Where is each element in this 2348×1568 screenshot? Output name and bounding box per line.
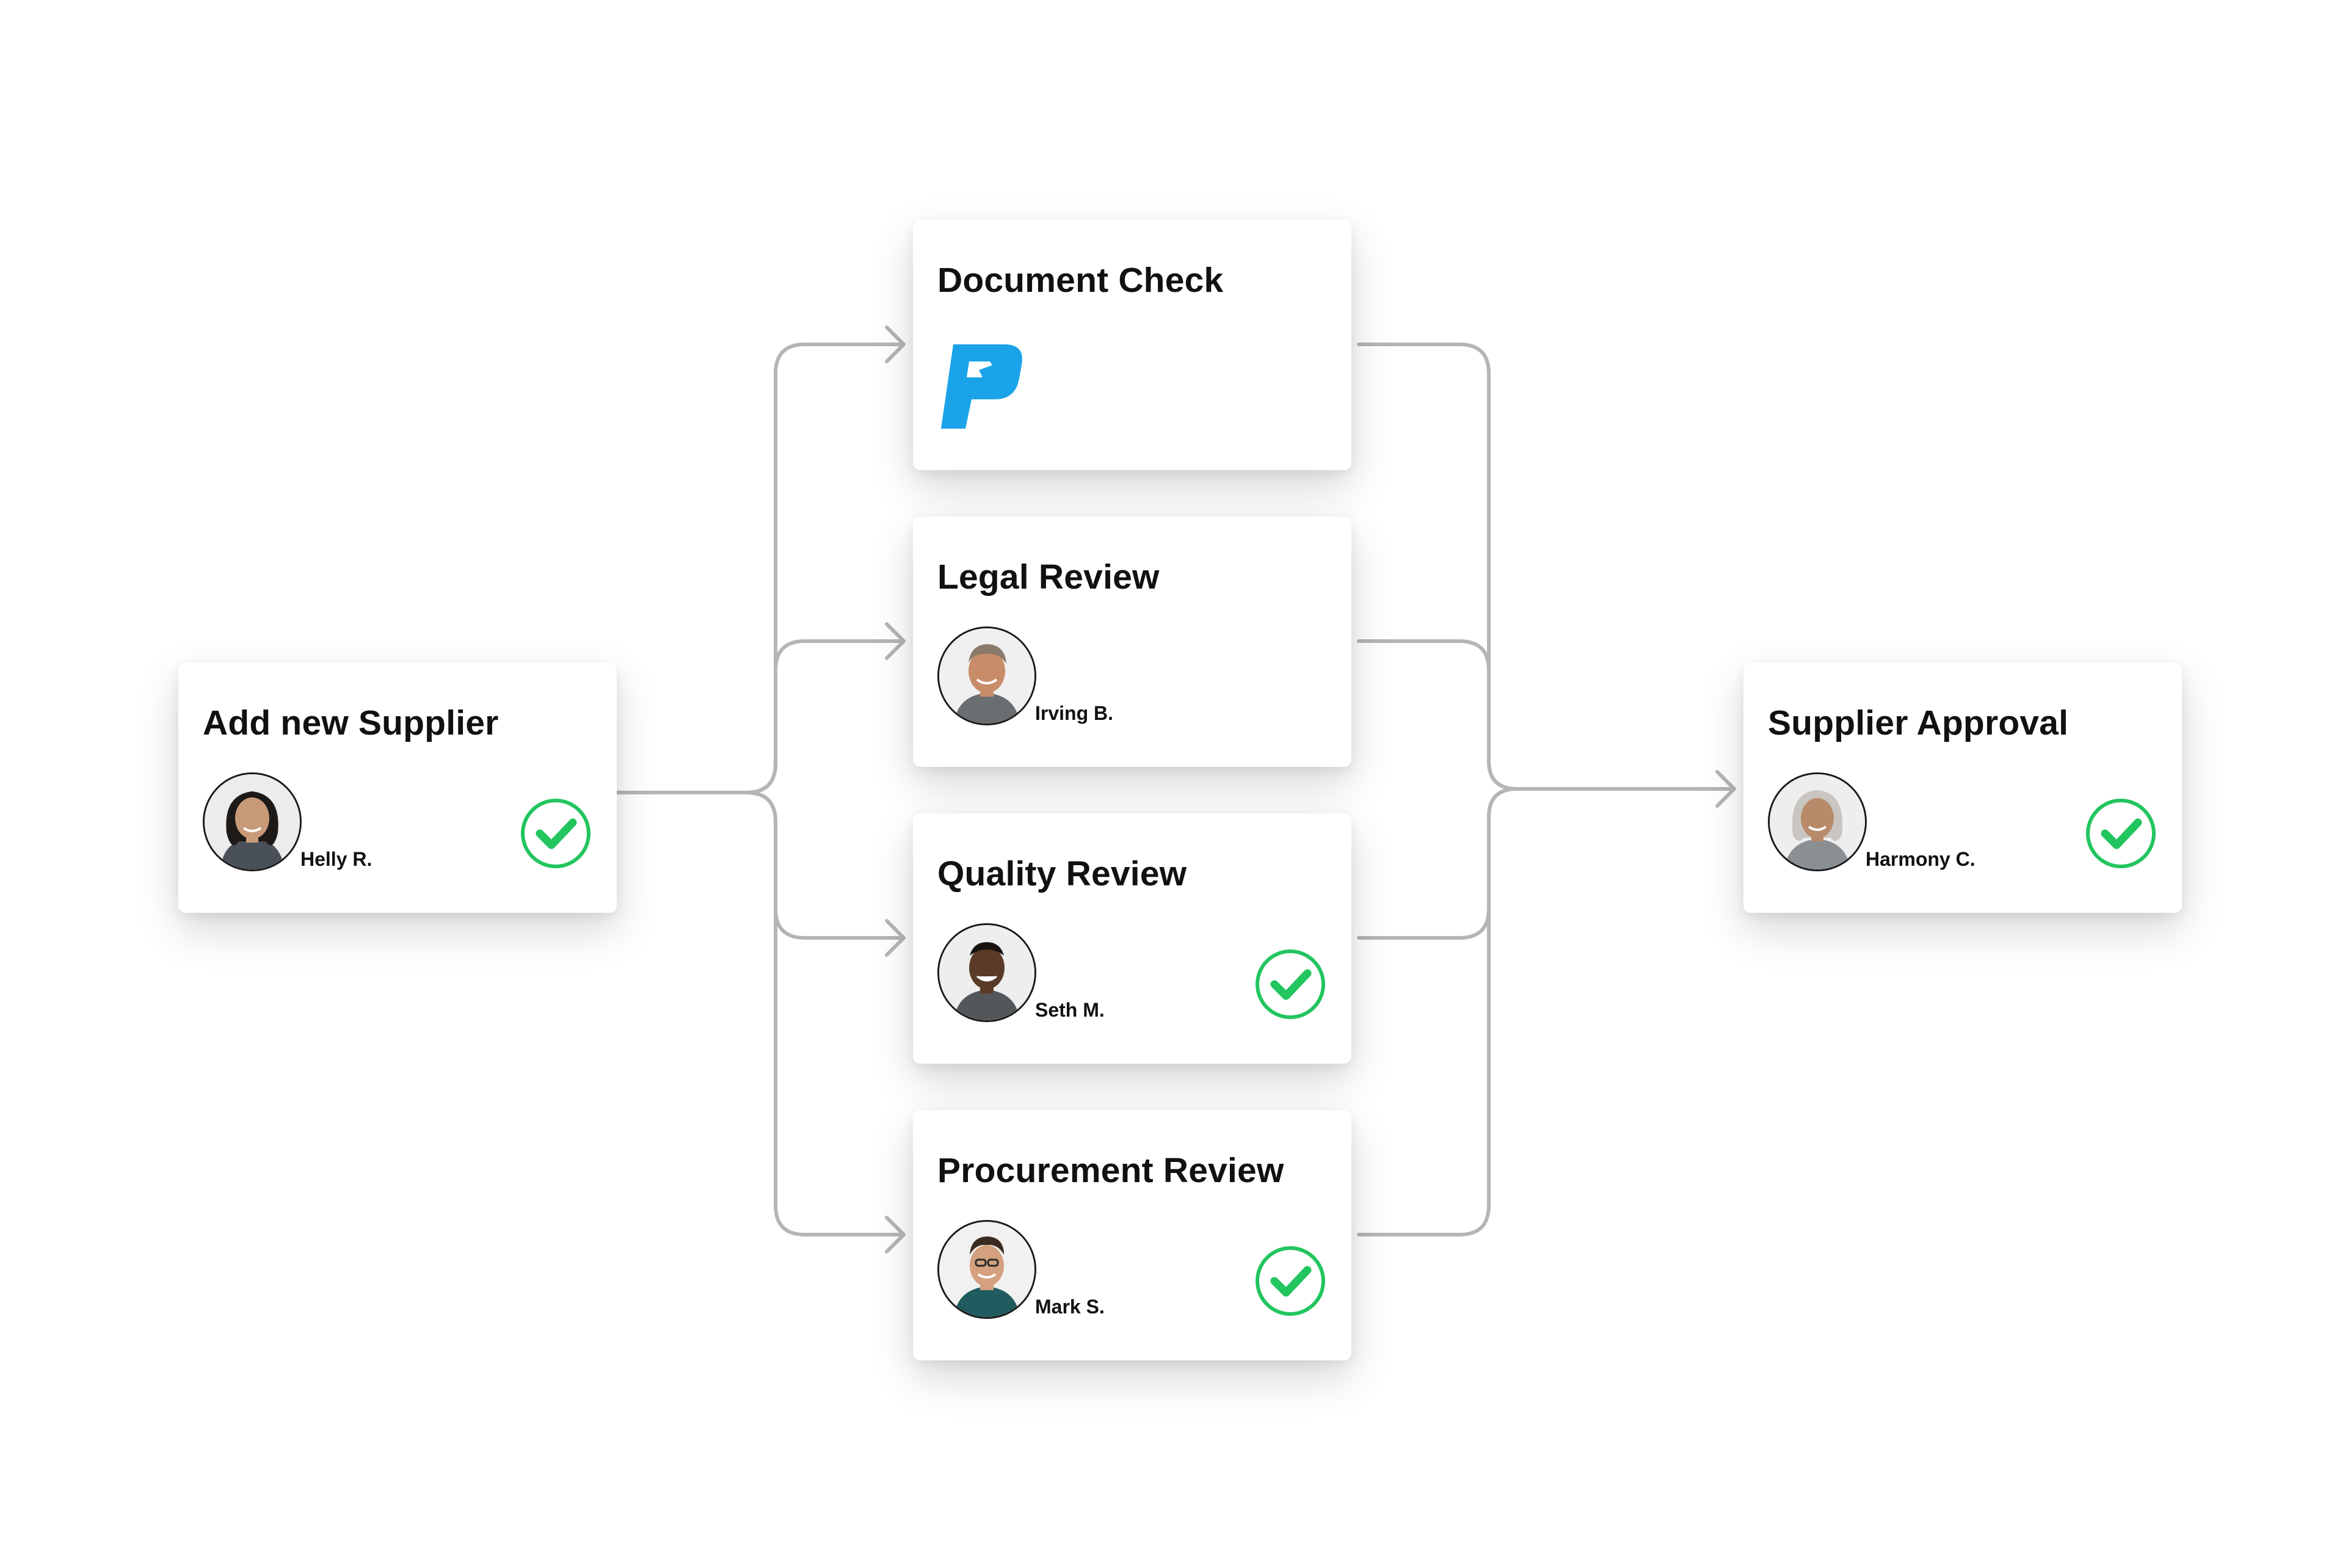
- check-circle-icon: [1256, 1246, 1325, 1316]
- connector-from-quality-review: [1357, 787, 1519, 940]
- avatar: [937, 626, 1036, 725]
- avatar: [203, 772, 302, 871]
- connector-to-legal-review: [744, 639, 904, 794]
- step-title: Quality Review: [937, 854, 1187, 893]
- assignee-name: Irving B.: [1035, 702, 1114, 724]
- connector-from-document-check: [1357, 343, 1519, 791]
- step-title: Supplier Approval: [1768, 703, 2069, 742]
- arrowhead-supplier-approval: [1715, 770, 1736, 808]
- assignee-name: Mark S.: [1035, 1296, 1105, 1318]
- check-circle-icon: [521, 799, 591, 868]
- avatar: [937, 923, 1036, 1022]
- step-title: Legal Review: [937, 557, 1160, 597]
- arrowhead-quality-review: [885, 919, 906, 957]
- step-title: Add new Supplier: [203, 703, 499, 742]
- arrowhead-legal-review: [885, 622, 906, 660]
- step-title: Document Check: [937, 261, 1224, 300]
- connector-from-legal-review: [1357, 639, 1519, 791]
- connector-to-procurement-review: [744, 791, 904, 1236]
- step-card-quality-review[interactable]: Quality Review Seth M.: [913, 813, 1351, 1064]
- step-card-legal-review[interactable]: Legal Review Irving B.: [913, 517, 1351, 767]
- connector-from-procurement-review: [1357, 787, 1519, 1236]
- connector-to-document-check: [744, 343, 904, 794]
- step-card-document-check[interactable]: Document Check: [913, 220, 1351, 470]
- avatar: [937, 1220, 1036, 1319]
- step-card-procurement-review[interactable]: Procurement Review Mark S.: [913, 1110, 1351, 1360]
- check-circle-icon: [2086, 799, 2156, 868]
- connector-to-quality-review: [744, 791, 904, 940]
- assignee-name: Harmony C.: [1866, 848, 1975, 870]
- blue-p-logo-icon: [941, 344, 1022, 429]
- step-card-supplier-approval[interactable]: Supplier Approval Harmony C.: [1743, 662, 2182, 913]
- arrowhead-document-check: [885, 325, 906, 363]
- arrowhead-procurement-review: [885, 1216, 906, 1254]
- assignee-name: Helly R.: [300, 848, 373, 870]
- step-card-add-new-supplier[interactable]: Add new Supplier Helly R.: [178, 662, 617, 913]
- step-title: Procurement Review: [937, 1151, 1284, 1190]
- assignee-name: Seth M.: [1035, 999, 1105, 1021]
- avatar: [1768, 772, 1867, 871]
- check-circle-icon: [1256, 949, 1325, 1019]
